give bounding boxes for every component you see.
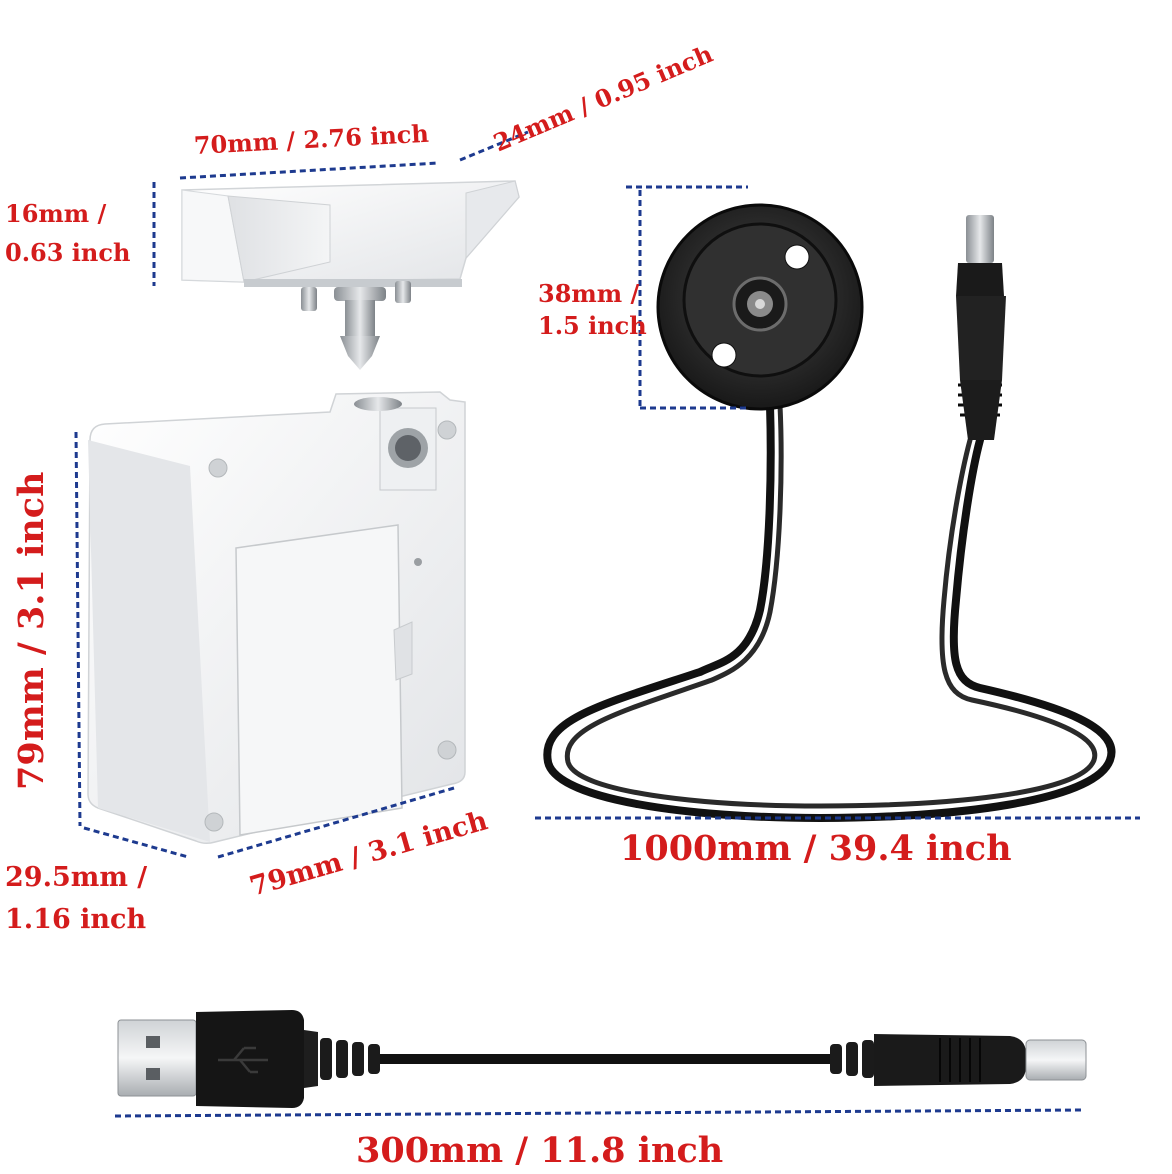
dimension-lines (74, 130, 1140, 1118)
usb-cable-length-label: 300mm / 11.8 inch (356, 1130, 724, 1171)
box-height-label: 79mm / 3.1 inch (11, 471, 52, 790)
box-depth-label-line1: 29.5mm / (5, 862, 148, 893)
sensor-cable-length-label: 1000mm / 39.4 inch (620, 828, 1012, 869)
usb-cable (117, 1010, 1087, 1108)
lock-box (87, 391, 466, 845)
sensor-diameter-label-line2: 1.5 inch (538, 311, 647, 340)
sensor-with-cable (543, 203, 1116, 823)
bracket-height-label-line2: 0.63 inch (5, 238, 131, 267)
box-depth-label-line2: 1.16 inch (5, 904, 147, 935)
strike-bracket (181, 180, 520, 370)
sensor-diameter-label-line1: 38mm / (538, 279, 640, 308)
bracket-height-label-line1: 16mm / (5, 199, 107, 228)
usb-icon (218, 1046, 268, 1074)
